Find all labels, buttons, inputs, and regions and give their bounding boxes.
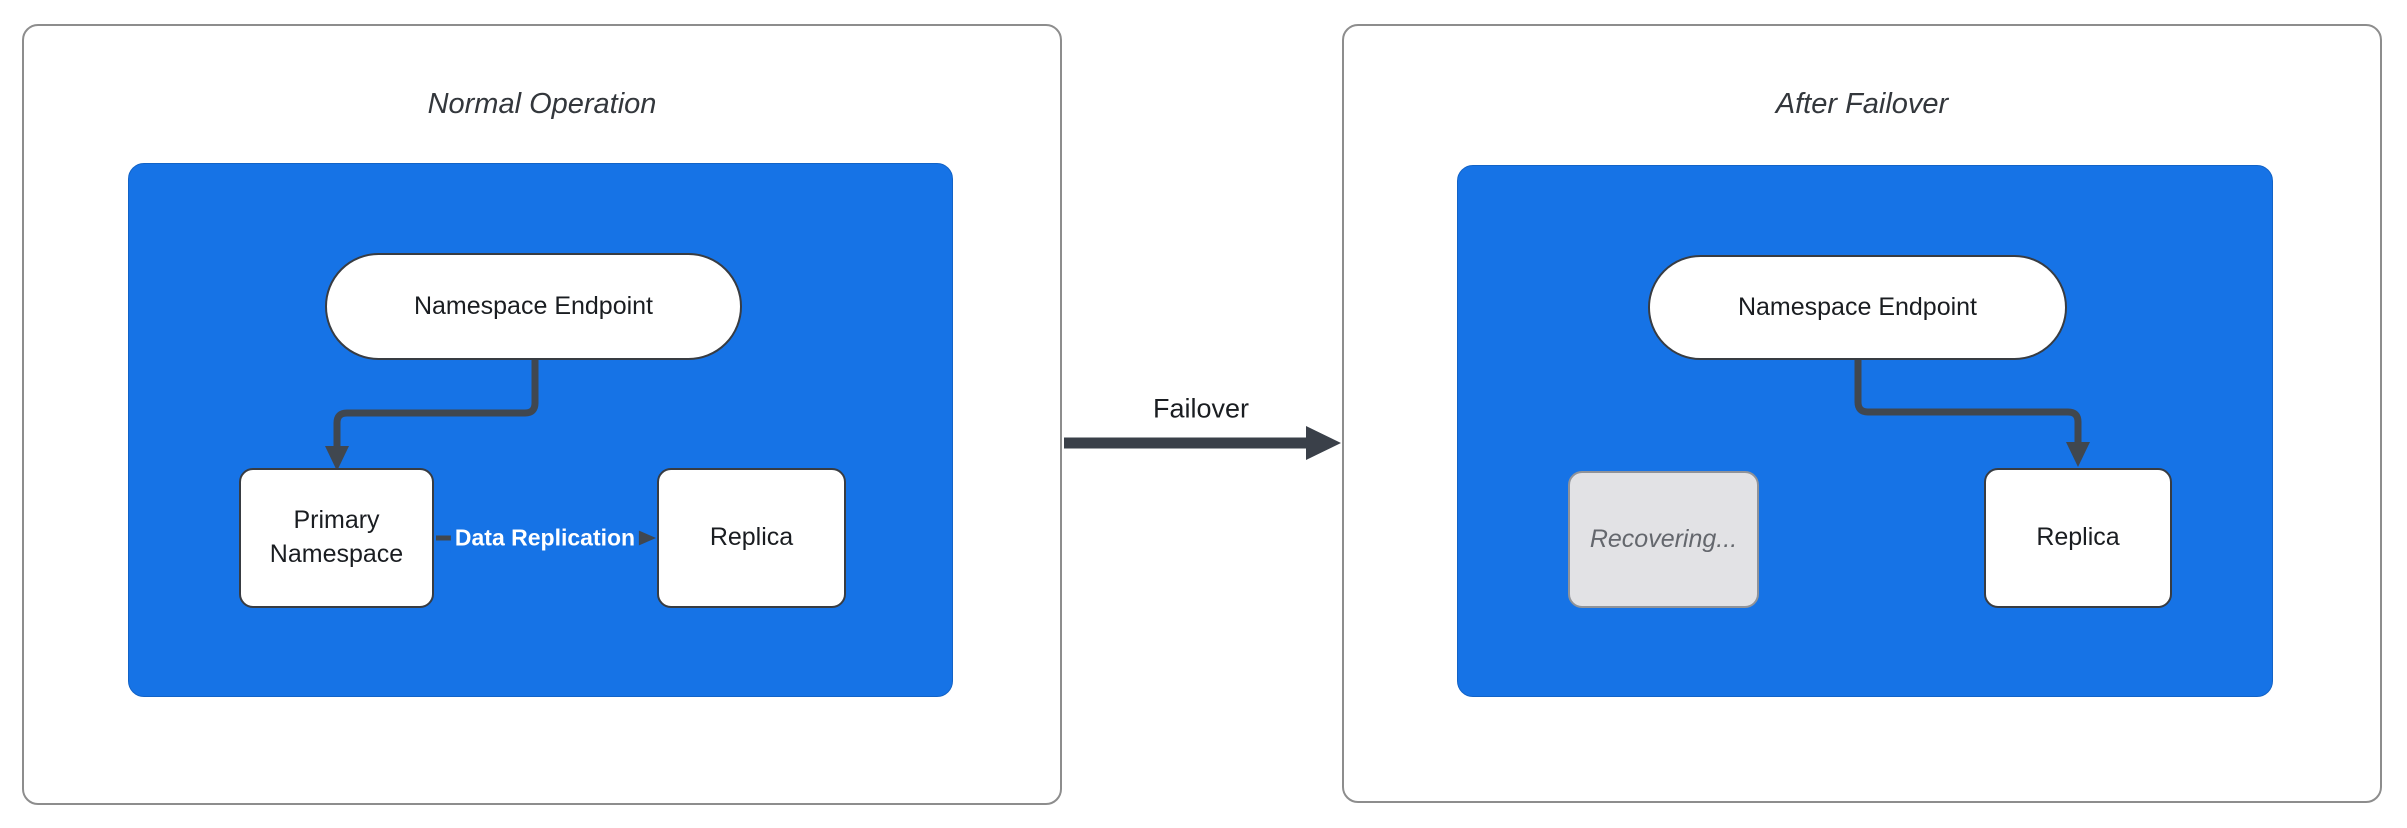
node-recovering: Recovering...: [1568, 471, 1759, 608]
failover-edge-label: Failover: [1152, 393, 1250, 424]
node-label: Replica: [2036, 523, 2120, 552]
namespace-container-left: [128, 163, 953, 697]
panel-title-after-failover: After Failover: [1775, 88, 1949, 120]
node-label: Namespace Endpoint: [1737, 292, 1978, 321]
node-label: Replica: [709, 523, 794, 552]
node-label: Recovering...: [1589, 524, 1738, 553]
node-namespace-endpoint-left: Namespace Endpoint: [325, 253, 742, 360]
endpoint-to-replica-arrowhead-icon: [2066, 442, 2090, 467]
endpoint-to-replica-connector: [1854, 360, 2082, 444]
endpoint-to-primary-arrowhead-icon: [325, 446, 349, 471]
namespace-container-right: [1457, 165, 2273, 697]
node-primary-namespace: Primary Namespace: [239, 468, 434, 608]
replication-edge-label: Data Replication: [450, 522, 640, 554]
node-replica-right: Replica: [1984, 468, 2172, 608]
panel-title-normal-operation: Normal Operation: [427, 88, 657, 120]
node-namespace-endpoint-right: Namespace Endpoint: [1648, 255, 2067, 360]
node-label: Primary Namespace: [269, 506, 404, 568]
node-label: Namespace Endpoint: [413, 291, 654, 320]
node-replica-left: Replica: [657, 468, 846, 608]
endpoint-to-primary-connector: [333, 360, 539, 448]
failover-arrowhead-icon: [1306, 426, 1341, 460]
